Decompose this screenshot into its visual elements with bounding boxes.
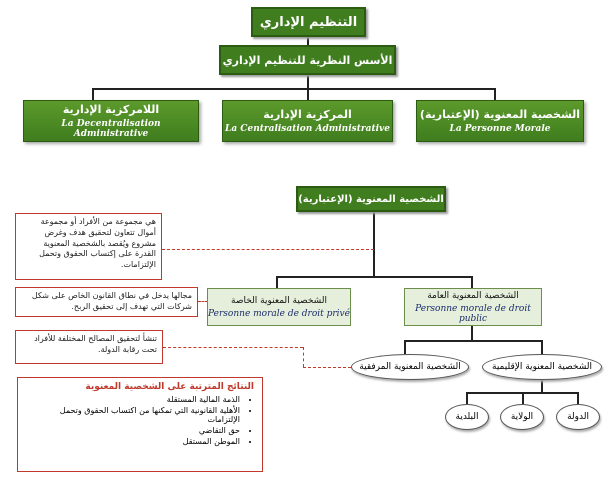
branch-legal-person: الشخصية المعنوية (الإعتبارية) La Personn… (416, 100, 584, 142)
note-connector (198, 301, 208, 302)
state-ellipse: الدولة (556, 404, 600, 430)
root-title: التنظيم الإداري (259, 14, 358, 30)
territorial-legal-person: الشخصية المعنوية الإقليمية (482, 354, 602, 380)
municipality-label: البلدية (455, 412, 479, 422)
results-list: الذمة المالية المستقلة الأهلية القانونية… (26, 395, 254, 446)
legal-person-title: الشخصية المعنوية (الإعتبارية) (298, 193, 444, 205)
connector (541, 340, 543, 354)
connector (404, 340, 406, 354)
connector (276, 276, 278, 288)
definition-note: هي مجموعة من الأفراد أو مجموعة أموال تتع… (15, 213, 162, 280)
municipality-ellipse: البلدية (445, 404, 489, 430)
note-connector (303, 347, 304, 367)
functional-note-text: تنشأ لتحقيق المصالح المختلفة للأفراد تحت… (34, 334, 157, 354)
private-legal-person-box: الشخصية المعنوية الخاصة Personne morale … (207, 288, 351, 326)
connector (307, 37, 309, 45)
branch-fr-label: La Centralisation Administrative (225, 124, 390, 134)
state-label: الدولة (567, 412, 589, 422)
connector (92, 88, 94, 100)
results-item: الذمة المالية المستقلة (26, 395, 240, 404)
root-title-box: التنظيم الإداري (251, 7, 366, 37)
foundations-title: الأسس النظرية للتنظيم الإداري (222, 53, 393, 67)
private-fr-label: Personne morale de droit privé (208, 308, 350, 319)
territorial-label: الشخصية المعنوية الإقليمية (492, 362, 593, 372)
connector (92, 88, 495, 90)
branch-fr-label: La Decentralisation Administrative (61, 119, 161, 139)
branch-fr-label: La Personne Morale (449, 124, 551, 134)
public-ar-label: الشخصية المعنوية العامة (427, 290, 519, 301)
results-item: الموطن المستقل (26, 437, 240, 446)
note-connector (162, 249, 374, 250)
connector (577, 392, 579, 404)
results-item: حق التقاضي (26, 426, 240, 435)
functional-label: الشخصية المعنوية المرفقية (359, 362, 461, 372)
connector (307, 75, 309, 88)
foundations-box: الأسس النظرية للتنظيم الإداري (219, 45, 396, 75)
functional-note: تنشأ لتحقيق المصالح المختلفة للأفراد تحت… (15, 330, 163, 364)
functional-legal-person: الشخصية المعنوية المرفقية (351, 354, 469, 380)
private-note: مجالها يدخل في نطاق القانون الخاص على شك… (15, 287, 198, 317)
connector (471, 326, 473, 340)
connector (404, 340, 542, 342)
branch-ar-label: المركزية الإدارية (263, 108, 352, 121)
connector (307, 88, 309, 100)
private-note-text: مجالها يدخل في نطاق القانون الخاص على شك… (31, 291, 192, 311)
public-fr-label: Personne morale de droit public (415, 303, 531, 324)
results-title: النتائج المترتبة على الشخصية المعنوية (85, 382, 254, 392)
connector (522, 392, 524, 404)
private-ar-label: الشخصية المعنوية الخاصة (231, 295, 327, 306)
connector (373, 212, 375, 276)
results-box: النتائج المترتبة على الشخصية المعنوية ال… (17, 377, 263, 472)
province-ellipse: الولاية (500, 404, 544, 430)
legal-person-title-box: الشخصية المعنوية (الإعتبارية) (296, 186, 446, 212)
branch-decentralisation: اللامركزية الإدارية La Decentralisation … (23, 100, 199, 142)
province-label: الولاية (510, 412, 534, 422)
connector (494, 88, 496, 100)
connector (471, 276, 473, 288)
public-legal-person-box: الشخصية المعنوية العامة Personne morale … (404, 288, 542, 326)
definition-text: هي مجموعة من الأفراد أو مجموعة أموال تتع… (39, 217, 156, 270)
branch-ar-label: الشخصية المعنوية (الإعتبارية) (419, 108, 581, 121)
connector (541, 380, 543, 392)
branch-ar-label: اللامركزية الإدارية (62, 103, 160, 116)
note-connector (163, 347, 303, 348)
results-item: الأهلية القانونية التي تمكنها من اكتساب … (26, 406, 240, 424)
note-connector (303, 367, 351, 368)
connector (466, 392, 468, 404)
connector (276, 276, 472, 278)
branch-centralisation: المركزية الإدارية La Centralisation Admi… (222, 100, 393, 142)
